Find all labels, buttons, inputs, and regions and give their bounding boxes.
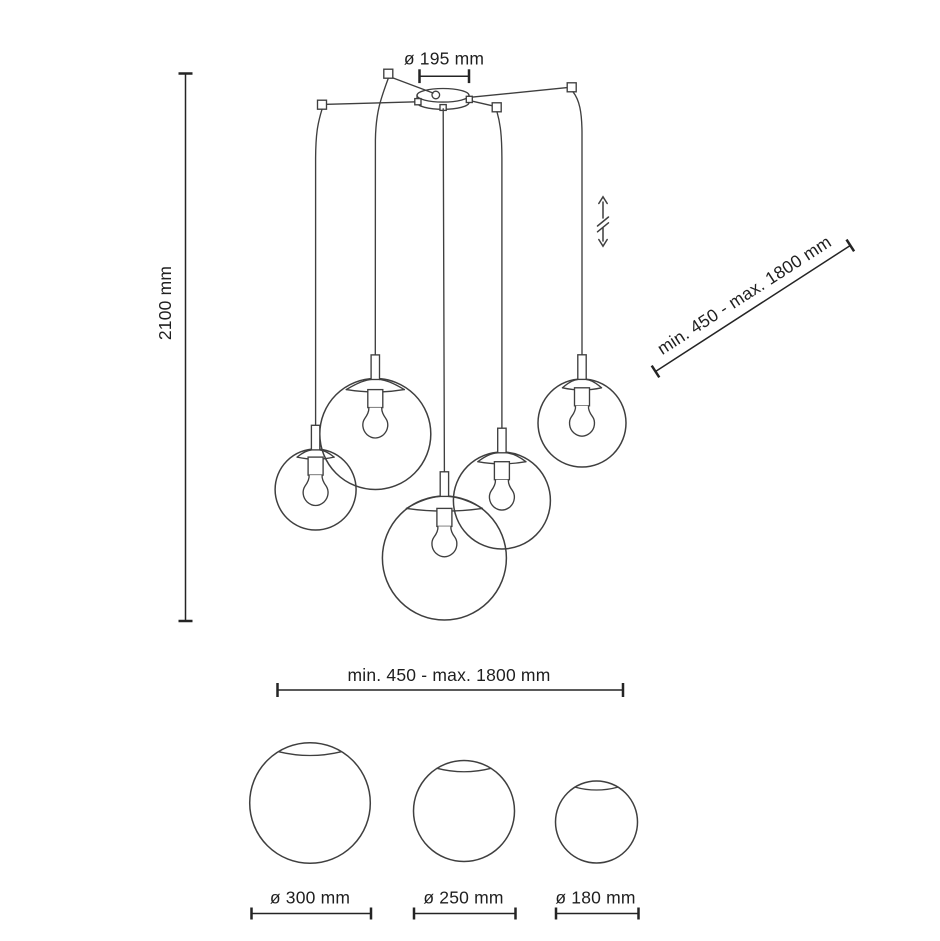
height-adjustment-arrow <box>596 195 610 248</box>
globe-stem <box>439 471 450 498</box>
dimension-spread-width: min. 450 - max. 1800 mm <box>276 665 625 697</box>
pendant-globe-c <box>381 471 508 621</box>
ceiling-canopy <box>414 87 473 112</box>
dimension-shade-300: ø 300 mm <box>250 888 373 920</box>
shade-size-label: ø 250 mm <box>423 888 503 908</box>
pendant-cord-center <box>442 108 446 473</box>
sphere-cap-line <box>436 767 492 773</box>
glass-sphere-front <box>412 759 516 863</box>
shade-size-views <box>248 741 639 865</box>
pendant-cords <box>314 77 583 473</box>
globe-cap-dome <box>477 452 527 463</box>
dimension-total-height: 2100 mm <box>155 72 193 623</box>
dimension-tick-end <box>845 238 856 253</box>
globe-stem <box>497 427 507 454</box>
shade-size-180 <box>554 780 639 864</box>
pendant-cord-a <box>374 77 389 356</box>
ceiling-hook-left <box>316 99 328 110</box>
ceiling-hook-lower-right <box>491 102 502 113</box>
sphere-cap-line <box>574 786 619 791</box>
glass-sphere-front <box>248 741 372 865</box>
pendant-globe-b <box>274 424 357 531</box>
ceiling-hook-upper-left <box>383 68 394 79</box>
dimension-cord-length: min. 450 - max. 1800 mm <box>650 232 856 379</box>
arrow-head-down-icon <box>598 238 608 248</box>
shade-size-250 <box>412 759 516 863</box>
sphere-cap-line <box>278 751 342 757</box>
dimension-shade-180: ø 180 mm <box>554 888 640 920</box>
globe-stem <box>370 354 381 381</box>
ceiling-hook-upper-right <box>566 82 577 93</box>
suspension-wire-left <box>326 101 418 105</box>
socket-and-bulb <box>488 461 516 511</box>
globe-cap-dome <box>345 378 405 391</box>
socket-and-bulb <box>302 456 329 507</box>
globe-cap-dome <box>296 449 335 458</box>
shade-size-label: ø 180 mm <box>555 888 635 908</box>
suspension-wire-upper-left <box>391 77 434 94</box>
globe-stem <box>310 424 321 451</box>
dimension-shade-250: ø 250 mm <box>412 888 517 920</box>
glass-sphere-front <box>554 780 639 864</box>
globe-cap-dome <box>561 378 603 389</box>
canopy-diameter-label: ø 195 mm <box>404 49 484 69</box>
cord-length-label: min. 450 - max. 1800 mm <box>654 232 835 359</box>
shade-size-label: ø 300 mm <box>270 888 350 908</box>
socket-and-bulb <box>362 388 389 439</box>
pendant-globe-e <box>537 354 627 468</box>
lamp-drawing <box>248 68 639 865</box>
dimension-tick-start <box>650 364 661 379</box>
total-height-label: 2100 mm <box>155 266 175 340</box>
shade-size-300 <box>248 741 372 865</box>
adjustment-break-slashes <box>596 216 610 233</box>
dimension-canopy-diameter: ø 195 mm <box>404 49 484 84</box>
pendant-cord-b <box>314 108 323 427</box>
pendant-cord-e <box>572 91 583 356</box>
pendant-cord-d <box>496 111 503 429</box>
canopy-connector-left <box>414 97 422 106</box>
canopy-cable-hole <box>431 90 441 100</box>
spread-width-label: min. 450 - max. 1800 mm <box>347 665 550 685</box>
socket-and-bulb <box>568 387 596 437</box>
pendant-globe-a <box>319 354 432 491</box>
canopy-connector-right <box>465 95 473 104</box>
canopy-top-rim <box>416 87 470 103</box>
socket-and-bulb <box>431 507 458 558</box>
arrow-head-up-icon <box>598 195 608 205</box>
suspension-wire-upper-right <box>469 86 568 98</box>
pendant-globe-d <box>452 427 552 550</box>
globe-cap-dome <box>405 495 484 510</box>
globe-stem <box>577 354 587 381</box>
dimension-line <box>655 244 851 373</box>
